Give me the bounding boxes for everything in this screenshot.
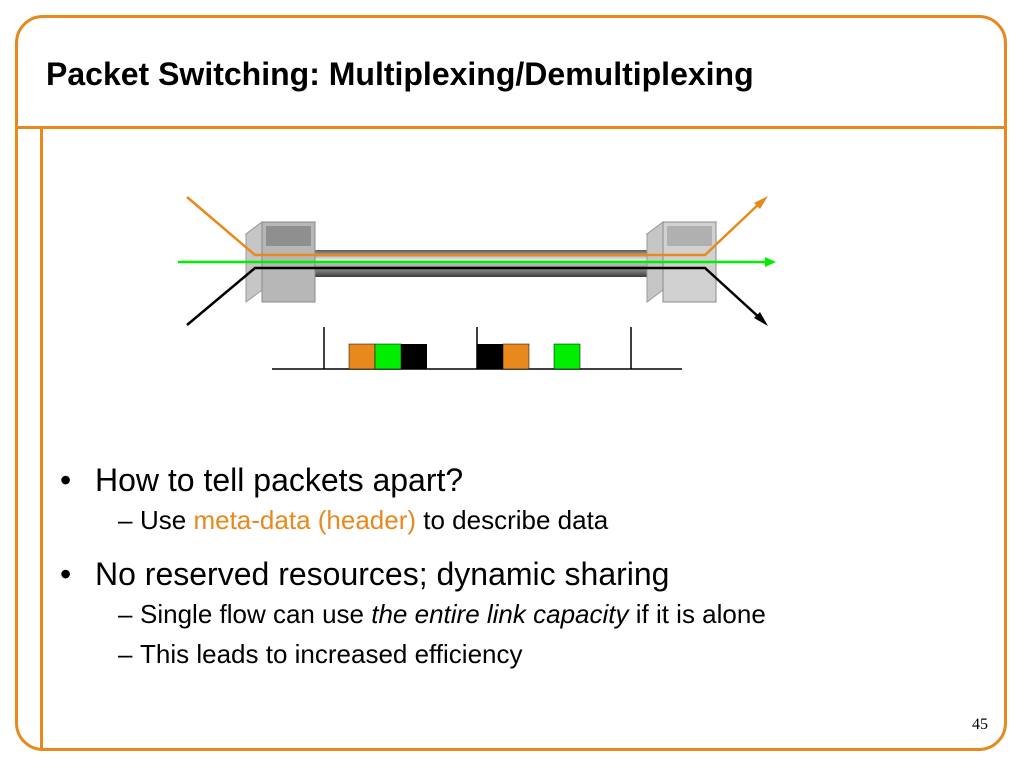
sub-bullet-text: to describe data bbox=[416, 505, 609, 535]
orange-flow-arrow bbox=[186, 196, 768, 257]
sub-bullet-text: Use bbox=[140, 505, 194, 535]
sub-bullet-text: if it is alone bbox=[628, 599, 766, 629]
packet-orange bbox=[348, 343, 376, 370]
highlighted-term: meta-data (header) bbox=[193, 505, 417, 535]
packet-green bbox=[374, 343, 402, 370]
bullet-marker: • bbox=[60, 462, 72, 498]
side-divider bbox=[40, 129, 43, 749]
bullet-list: • How to tell packets apart? – Use meta-… bbox=[60, 460, 980, 674]
bullet-item: • No reserved resources; dynamic sharing bbox=[60, 554, 980, 594]
page-number: 45 bbox=[972, 716, 988, 733]
sub-bullet-item: – Single flow can use the entire link ca… bbox=[60, 594, 980, 634]
sub-bullet-text: Single flow can use bbox=[140, 599, 372, 629]
slide-frame bbox=[15, 15, 1007, 751]
dash-marker: – bbox=[118, 599, 133, 629]
title-divider bbox=[15, 126, 1007, 129]
bullet-text: No reserved resources; dynamic sharing bbox=[95, 556, 670, 592]
bullet-marker: • bbox=[60, 556, 72, 592]
emphasized-term: the entire link capacity bbox=[371, 599, 629, 629]
packet-timeline bbox=[272, 327, 682, 370]
black-flow-arrow bbox=[186, 266, 768, 326]
dash-marker: – bbox=[118, 505, 133, 535]
packet-green bbox=[553, 343, 581, 370]
packet-black bbox=[477, 344, 503, 369]
green-flow-arrow bbox=[178, 257, 776, 267]
bullet-item: • How to tell packets apart? bbox=[60, 460, 980, 500]
sub-bullet-item: – Use meta-data (header) to describe dat… bbox=[60, 500, 980, 540]
packet-orange bbox=[502, 343, 530, 370]
packet-black bbox=[401, 344, 427, 369]
bullet-text: How to tell packets apart? bbox=[95, 462, 464, 498]
packet-switching-diagram bbox=[178, 196, 776, 370]
dash-marker: – bbox=[118, 639, 133, 669]
slide-title: Packet Switching: Multiplexing/Demultipl… bbox=[46, 56, 754, 92]
sub-bullet-item: – This leads to increased efficiency bbox=[60, 634, 980, 674]
sub-bullet-text: This leads to increased efficiency bbox=[140, 639, 523, 669]
